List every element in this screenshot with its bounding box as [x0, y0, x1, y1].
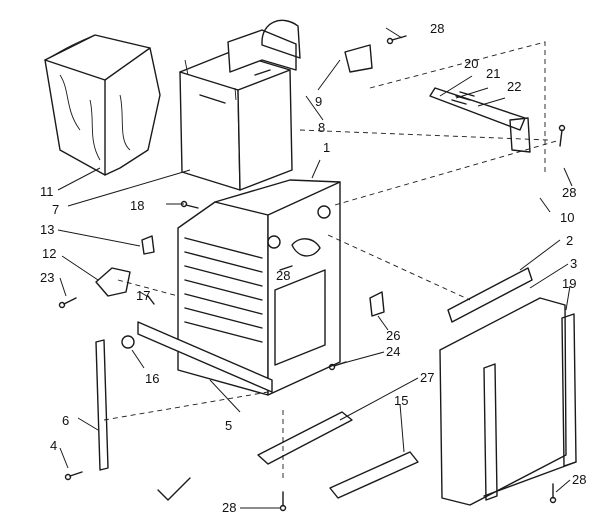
part-27-handle-trim-drawing — [257, 411, 353, 465]
part-5-rail-drawing — [137, 321, 273, 393]
part-10-drawer-back-drawing — [344, 41, 546, 175]
part-11-bag-drawing — [44, 34, 161, 176]
check-mark — [157, 477, 191, 501]
callout-20: 20 — [464, 56, 478, 71]
part-7-bag-caddy-drawing — [179, 51, 293, 191]
callout-5: 5 — [225, 418, 232, 433]
callout-28b: 28 — [562, 185, 576, 200]
callout-21: 21 — [486, 66, 500, 81]
part-12-bracket-drawing — [95, 267, 131, 297]
part-26-latch-drawing — [369, 291, 385, 317]
callout-8: 8 — [318, 120, 325, 135]
callout-23: 23 — [40, 270, 54, 285]
callout-26: 26 — [386, 328, 400, 343]
callout-labels: 28 9 8 1 20 21 22 28 10 2 3 19 11 7 18 1… — [40, 21, 586, 515]
part-16-knob-drawing — [121, 335, 135, 349]
callout-1: 1 — [323, 140, 330, 155]
callout-9: 9 — [315, 94, 322, 109]
callout-3: 3 — [570, 256, 577, 271]
leader-lines — [57, 27, 573, 509]
callout-17: 17 — [136, 288, 150, 303]
callout-12: 12 — [42, 246, 56, 261]
part-3-door-panel-drawing — [439, 297, 567, 506]
callout-22: 22 — [507, 79, 521, 94]
callout-28d: 28 — [222, 500, 236, 515]
callout-15: 15 — [394, 393, 408, 408]
callout-10: 10 — [560, 210, 574, 225]
part-15-handle-drawing — [329, 451, 419, 499]
callout-24: 24 — [386, 344, 400, 359]
cabinet-body-drawing — [177, 179, 341, 396]
assembly-lines — [103, 129, 561, 480]
callout-13: 13 — [40, 222, 54, 237]
part-9-handle-drawing — [261, 19, 301, 59]
part-19-frame-drawing — [483, 313, 577, 501]
callout-19: 19 — [562, 276, 576, 291]
callout-28c: 28 — [276, 268, 290, 283]
callout-4: 4 — [50, 438, 57, 453]
part-2-trim-drawing — [447, 267, 533, 323]
part-8-panel-drawing — [227, 29, 297, 73]
callout-2: 2 — [566, 233, 573, 248]
callout-16: 16 — [145, 371, 159, 386]
callout-28a: 28 — [430, 21, 444, 36]
callout-6: 6 — [62, 413, 69, 428]
callout-27: 27 — [420, 370, 434, 385]
callout-28e: 28 — [572, 472, 586, 487]
part-13-clip-drawing — [141, 235, 155, 255]
callout-7: 7 — [52, 202, 59, 217]
part-6-trim-drawing — [95, 339, 109, 471]
callout-18: 18 — [130, 198, 144, 213]
callout-11: 11 — [40, 184, 54, 199]
